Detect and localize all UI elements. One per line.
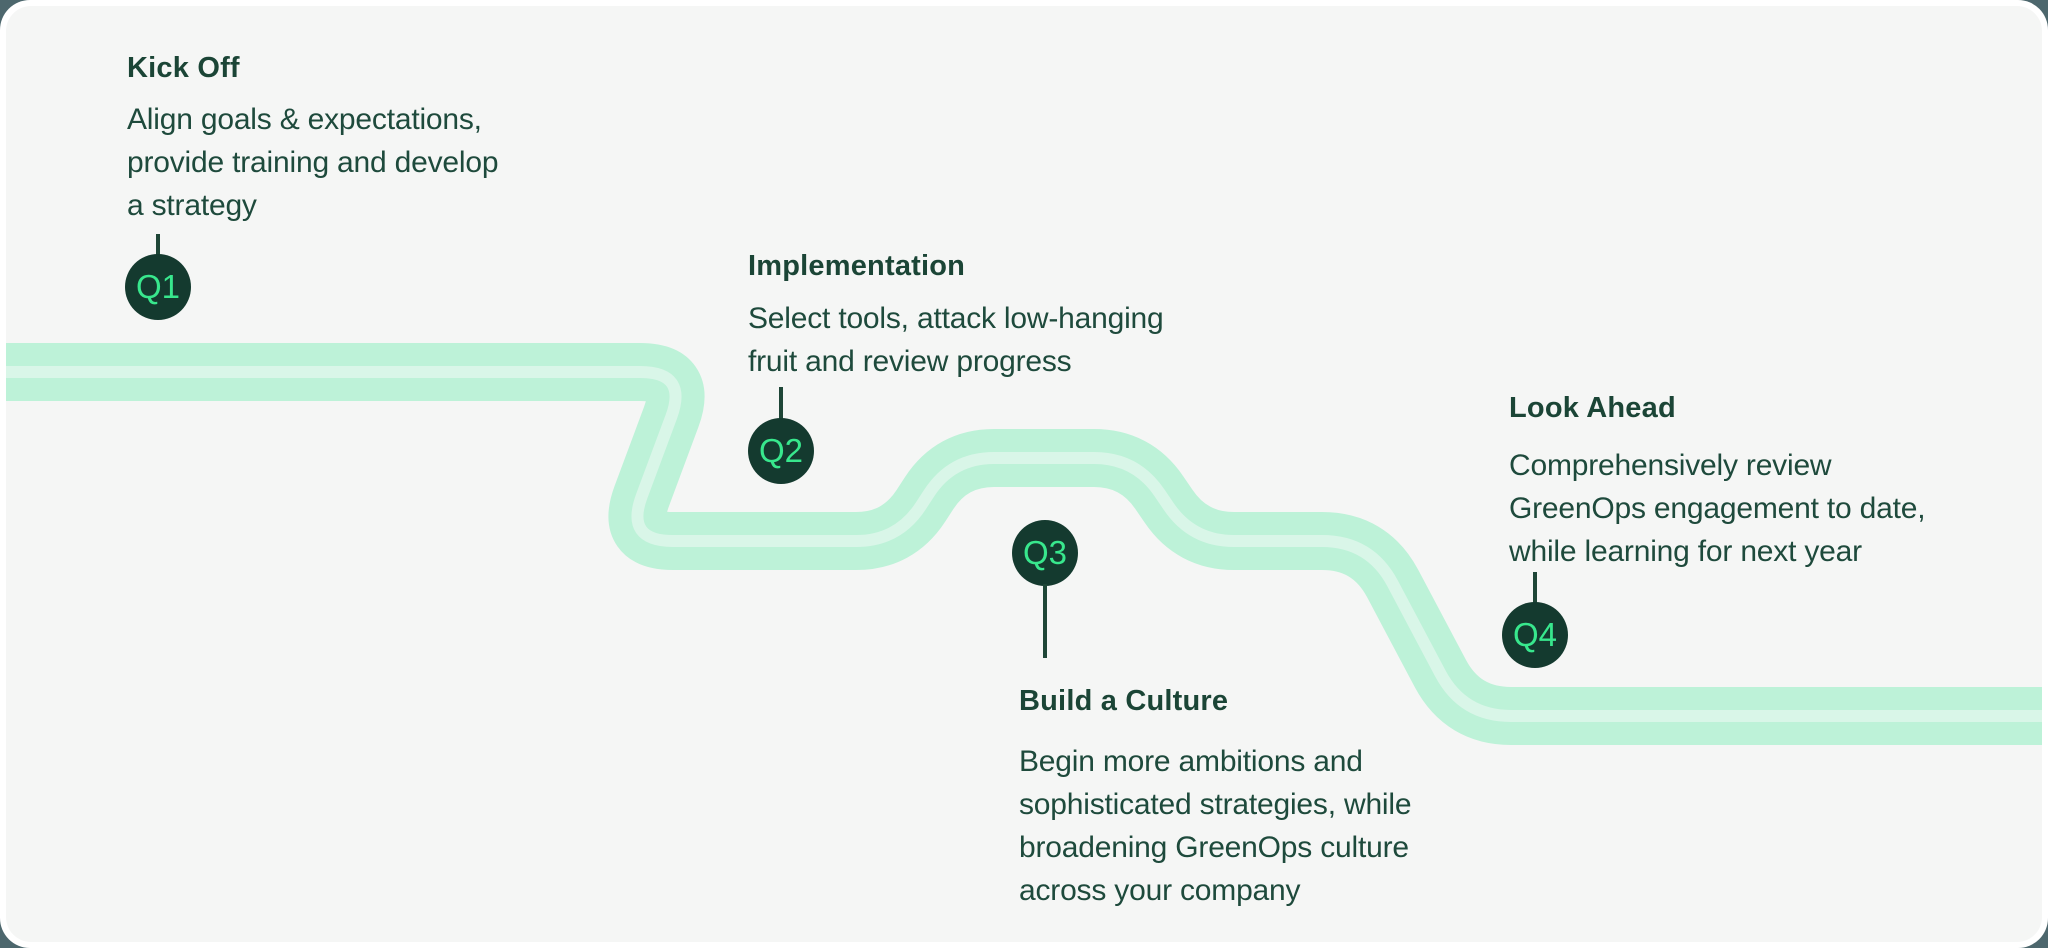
milestone-q1-description: Align goals & expectations, provide trai…: [127, 103, 499, 222]
milestone-q3-stem: [1043, 584, 1047, 658]
milestone-q2-marker: Q2: [748, 418, 814, 484]
milestone-q1-title: Kick Off: [127, 52, 240, 84]
milestone-q2-description: Select tools, attack low-hanging fruit a…: [748, 302, 1164, 378]
timeline-path: [6, 343, 2042, 745]
roadmap-card: Kick Off Align goals & expectations, pro…: [6, 6, 2042, 942]
milestone-q4-description: Comprehensively review GreenOps engageme…: [1509, 449, 1926, 568]
milestone-q1-marker: Q1: [125, 254, 191, 320]
milestone-q4-stem: [1533, 572, 1537, 606]
milestone-q4-marker: Q4: [1502, 602, 1568, 668]
milestone-q3-description: Begin more ambitions and sophisticated s…: [1019, 745, 1412, 907]
milestone-q3-marker: Q3: [1012, 520, 1078, 586]
milestone-q1-stem: [156, 234, 160, 260]
timeline-road-stripe: [6, 366, 2042, 722]
milestone-q2-stem: [779, 387, 783, 423]
roadmap-content: Kick Off Align goals & expectations, pro…: [6, 6, 2042, 942]
milestone-q3-title: Build a Culture: [1019, 685, 1229, 717]
milestone-q4-title: Look Ahead: [1509, 392, 1676, 424]
milestone-q2-title: Implementation: [748, 250, 966, 282]
